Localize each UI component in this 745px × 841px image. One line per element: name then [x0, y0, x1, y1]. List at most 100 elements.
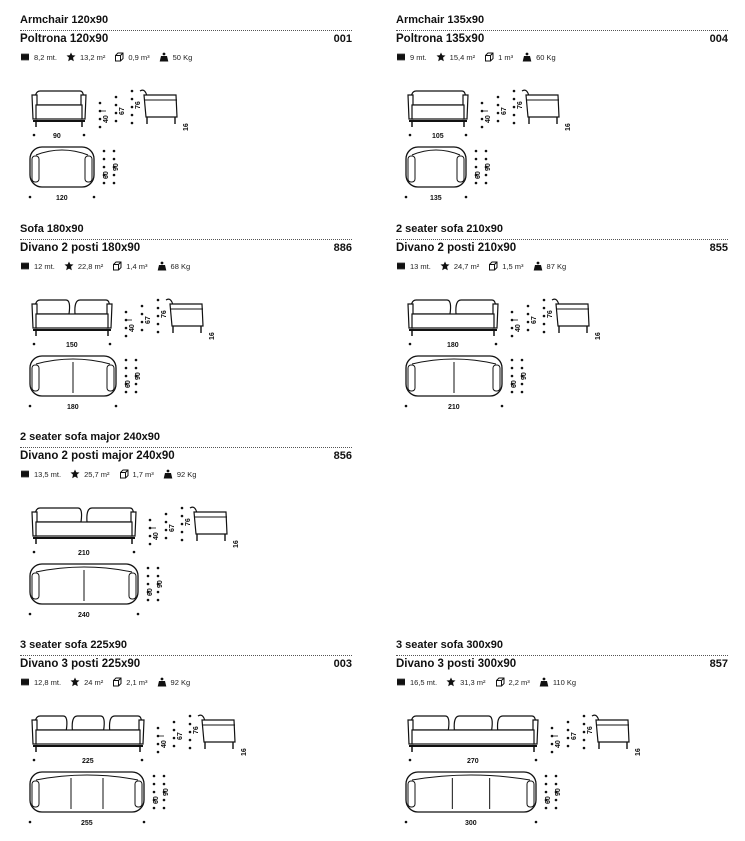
spec-value: 1,5 m³ — [502, 261, 524, 271]
spec-leather: 24 m² — [70, 677, 103, 687]
spec-value: 31,3 m² — [460, 677, 486, 687]
spec-value: 1 m³ — [498, 52, 514, 62]
spec-value: 2,1 m³ — [126, 677, 148, 687]
plan-view-drawing — [405, 146, 467, 188]
front-view-drawing — [31, 507, 137, 544]
spec-row: 16,5 mt. 31,3 m² 2,2 m³ 110 Kg — [396, 676, 728, 688]
spec-volume: 2,2 m³ — [495, 677, 530, 687]
dimension-arm-height: 67 — [531, 316, 538, 324]
front-view-drawing — [407, 715, 539, 752]
dimension-seat-height: 40 — [103, 115, 110, 123]
side-view-drawing — [189, 506, 228, 541]
spec-weight: 92 Kg — [163, 469, 196, 479]
spec-volume: 1,4 m³ — [112, 261, 148, 271]
fabric-swatch-icon — [396, 261, 406, 271]
product-name-it: Divano 2 posti 180x90 — [20, 242, 141, 254]
spec-value: 68 Kg — [170, 261, 191, 271]
spec-value: 1,4 m³ — [126, 261, 148, 271]
dimension-seat-height: 40 — [515, 324, 522, 332]
spec-value: 50 Kg — [172, 52, 193, 62]
dimension-front-width: 90 — [53, 133, 61, 140]
product-code: 855 — [709, 242, 728, 254]
spec-value: 8,2 mt. — [34, 52, 57, 62]
leather-hide-icon — [70, 677, 80, 687]
side-view-drawing — [521, 89, 560, 124]
dimension-arm-height: 67 — [571, 732, 578, 740]
dimension-back-height: 76 — [135, 101, 142, 109]
dimension-front-width: 180 — [447, 342, 459, 349]
spec-value: 12,8 mt. — [34, 677, 62, 687]
product-block: 3 seater sofa 225x90 Divano 3 posti 225x… — [20, 639, 352, 688]
dimension-front-width: 210 — [78, 550, 90, 557]
spec-value: 15,4 m² — [449, 52, 476, 62]
package-box-icon — [495, 677, 505, 687]
spec-leather: 15,4 m² — [436, 52, 475, 62]
dimension-leg-height: 16 — [595, 332, 602, 340]
weight-icon — [533, 261, 542, 271]
dimension-seat-height: 40 — [129, 324, 136, 332]
fabric-swatch-icon — [20, 52, 30, 62]
spec-row: 12 mt. 22,8 m² 1,4 m³ 68 Kg — [20, 260, 352, 272]
dimension-plan-width: 180 — [67, 404, 79, 411]
dimension-front-width: 270 — [467, 758, 479, 765]
divider — [396, 29, 728, 31]
product-block: Armchair 120x90 Poltrona 120x90 001 8,2 … — [20, 14, 352, 63]
spec-value: 60 Kg — [536, 52, 556, 62]
spec-value: 22,8 m² — [77, 261, 104, 271]
dimension-depth-inner: 60 — [511, 380, 518, 388]
leather-hide-icon — [436, 52, 446, 62]
dimension-plan-width: 255 — [81, 820, 93, 827]
product-name-en: 2 seater sofa major 240x90 — [20, 431, 161, 443]
leather-hide-icon — [440, 261, 450, 271]
side-view-drawing — [197, 714, 236, 749]
spec-value: 92 Kg — [170, 677, 191, 687]
dimension-depth: 90 — [135, 372, 142, 380]
dimension-depth: 90 — [521, 372, 528, 380]
product-name-en: Armchair 120x90 — [20, 14, 109, 26]
front-view-drawing — [31, 90, 87, 127]
spec-value: 13 mt. — [410, 261, 431, 271]
dimension-seat-height: 40 — [153, 532, 160, 540]
spec-value: 24 m² — [84, 677, 104, 687]
spec-fabric: 16,5 mt. — [396, 677, 437, 687]
dimension-leg-height: 16 — [209, 332, 216, 340]
side-view-drawing — [551, 298, 590, 333]
dimension-leg-height: 16 — [241, 748, 248, 756]
package-box-icon — [485, 52, 494, 62]
plan-view-drawing — [405, 771, 537, 813]
dimension-front-width: 225 — [82, 758, 94, 765]
package-box-icon — [489, 261, 498, 271]
spec-fabric: 13 mt. — [396, 261, 431, 271]
leather-hide-icon — [64, 261, 74, 271]
dimension-leg-height: 16 — [565, 123, 572, 131]
spec-value: 110 Kg — [552, 677, 577, 687]
dimension-plan-width: 210 — [448, 404, 460, 411]
front-view-drawing — [31, 299, 113, 336]
dimension-plan-width: 120 — [56, 195, 68, 202]
product-block: 2 seater sofa 210x90 Divano 2 posti 210x… — [396, 223, 728, 272]
side-view-drawing — [139, 89, 178, 124]
plan-view-drawing — [29, 771, 145, 813]
spec-weight: 110 Kg — [539, 677, 576, 687]
weight-icon — [522, 52, 532, 62]
package-box-icon — [113, 677, 122, 687]
product-block: 3 seater sofa 300x90 Divano 3 posti 300x… — [396, 639, 728, 688]
spec-fabric: 9 mt. — [396, 52, 427, 62]
dimension-arm-height: 67 — [177, 732, 184, 740]
spec-fabric: 8,2 mt. — [20, 52, 57, 62]
spec-volume: 0,9 m³ — [114, 52, 150, 62]
spec-value: 13,5 mt. — [34, 469, 62, 479]
side-view-drawing — [165, 298, 204, 333]
spec-value: 12 mt. — [34, 261, 55, 271]
package-box-icon — [115, 52, 124, 62]
product-block: 2 seater sofa major 240x90 Divano 2 post… — [20, 431, 352, 480]
product-name-en: Armchair 135x90 — [396, 14, 485, 26]
product-code: 004 — [709, 33, 728, 45]
spec-value: 9 mt. — [410, 52, 427, 62]
weight-icon — [159, 52, 168, 62]
leather-hide-icon — [446, 677, 456, 687]
spec-leather: 13,2 m² — [66, 52, 105, 62]
